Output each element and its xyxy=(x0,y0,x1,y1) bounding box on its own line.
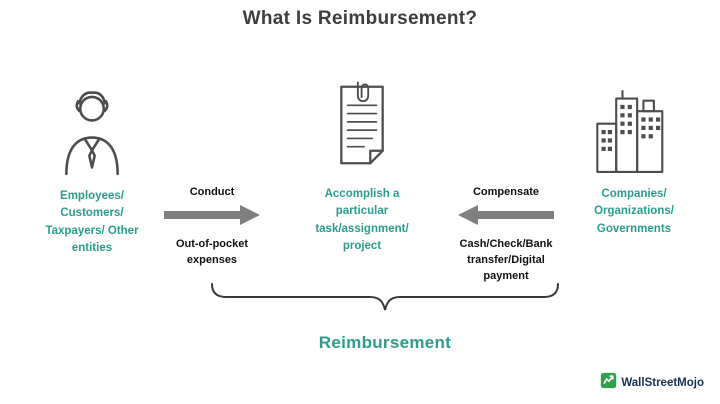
center-entity-label: Accomplish a particular task/assignment/… xyxy=(315,188,409,252)
payment-methods-label: Cash/Check/Bank transfer/Digital payment xyxy=(459,238,553,282)
left-entity-group: Employees/ Customers/ Taxpayers/ Other e… xyxy=(22,82,162,257)
logo-icon xyxy=(600,372,617,394)
right-entity-label: Companies/ Organizations/ Governments xyxy=(594,188,674,235)
left-entity-label: Employees/ Customers/ Taxpayers/ Other e… xyxy=(45,190,139,254)
compensate-label: Compensate xyxy=(472,186,540,198)
diagram-title: What Is Reimbursement? xyxy=(242,8,478,29)
wallstreetmojo-logo: WallStreetMojo xyxy=(600,372,704,394)
arrow-left-icon xyxy=(458,198,554,237)
conduct-flow-group: Conduct Out-of-pocket expenses xyxy=(156,186,268,269)
buildings-icon xyxy=(594,86,674,179)
reimbursement-label: Reimbursement xyxy=(318,333,452,352)
arrow-right-icon xyxy=(164,198,260,237)
logo-text: WallStreetMojo xyxy=(621,377,704,389)
right-entity-group: Companies/ Organizations/ Governments xyxy=(574,86,694,238)
document-icon xyxy=(331,78,393,179)
curly-brace-icon xyxy=(210,282,560,325)
compensate-flow-group: Compensate Cash/Check/Bank transfer/Digi… xyxy=(450,186,562,285)
person-icon xyxy=(55,82,129,181)
conduct-label: Conduct xyxy=(189,186,235,198)
out-of-pocket-label: Out-of-pocket expenses xyxy=(175,238,249,266)
center-entity-group: Accomplish a particular task/assignment/… xyxy=(296,78,428,255)
